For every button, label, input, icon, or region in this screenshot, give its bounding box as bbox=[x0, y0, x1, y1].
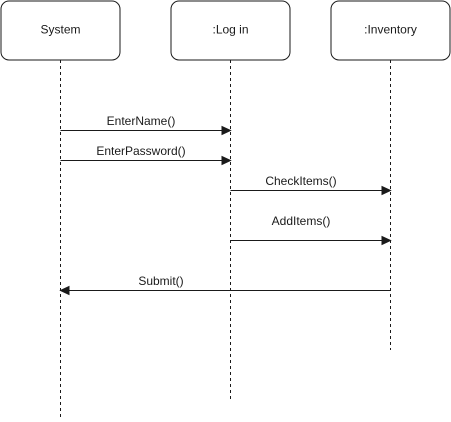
message-enterpassword-label: EnterPassword() bbox=[96, 144, 185, 158]
message-entername[interactable]: EnterName() bbox=[60, 114, 232, 136]
message-checkitems-label: CheckItems() bbox=[265, 174, 336, 188]
message-submit-label: Submit() bbox=[138, 274, 183, 288]
lifeline-inventory-label: :Inventory bbox=[364, 23, 417, 37]
message-additems-label: AddItems() bbox=[272, 214, 331, 228]
message-additems-arrowhead bbox=[381, 235, 392, 246]
message-submit-arrowhead bbox=[59, 285, 70, 296]
message-checkitems[interactable]: CheckItems() bbox=[230, 174, 392, 196]
lifeline-system-label: System bbox=[40, 23, 80, 37]
message-entername-label: EnterName() bbox=[107, 114, 176, 128]
message-entername-arrowhead bbox=[221, 125, 232, 136]
lifeline-login-label: :Log in bbox=[212, 23, 248, 37]
lifeline-inventory: :Inventory bbox=[330, 0, 451, 350]
lifeline-login: :Log in bbox=[170, 0, 291, 400]
message-checkitems-arrowhead bbox=[381, 185, 392, 196]
message-enterpassword-arrowhead bbox=[221, 155, 232, 166]
message-enterpassword[interactable]: EnterPassword() bbox=[60, 144, 232, 166]
message-additems[interactable]: AddItems() bbox=[230, 214, 392, 246]
lifeline-system: System bbox=[0, 0, 121, 420]
message-submit[interactable]: Submit() bbox=[59, 274, 391, 296]
